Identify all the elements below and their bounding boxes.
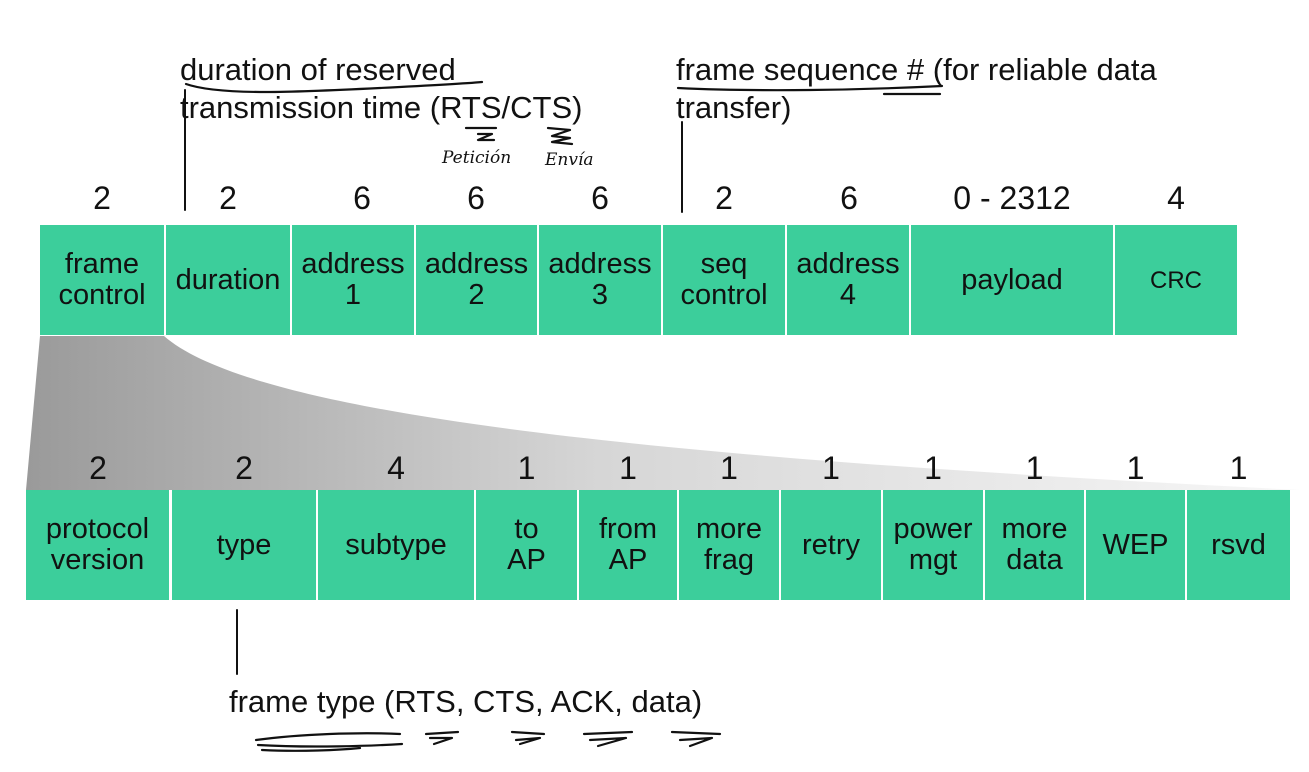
fc-size-6: 1 <box>720 450 738 486</box>
field-seq-control: seq control <box>663 225 785 335</box>
frame-size-2: 2 <box>219 180 237 216</box>
mark-rts <box>464 126 498 142</box>
fc-field-subtype: subtype <box>318 490 474 600</box>
field-crc: CRC <box>1115 225 1237 335</box>
field-address-2: address 2 <box>416 225 537 335</box>
frame-size-5: 6 <box>591 180 609 216</box>
fc-size-7: 1 <box>822 450 840 486</box>
frame-size-3: 6 <box>353 180 371 216</box>
fc-size-2: 2 <box>235 450 253 486</box>
fc-size-10: 1 <box>1126 450 1145 486</box>
fc-field-from-ap: from AP <box>579 490 677 600</box>
frame-size-6: 2 <box>715 180 733 216</box>
scribble-frame-type <box>254 732 404 752</box>
field-frame-control: frame control <box>40 225 164 335</box>
fc-field-wep: WEP <box>1086 490 1185 600</box>
mark-cts-2 <box>510 730 546 746</box>
fc-size-1: 2 <box>89 450 107 486</box>
fc-size-5: 1 <box>619 450 637 486</box>
field-address-3: address 3 <box>539 225 661 335</box>
fc-size-8: 1 <box>924 450 942 486</box>
frame-size-9: 4 <box>1167 180 1185 216</box>
fc-field-to-ap: to AP <box>476 490 577 600</box>
fc-field-power-mgt: power mgt <box>883 490 983 600</box>
fc-field-type: type <box>172 490 316 600</box>
frame-size-1: 2 <box>93 180 111 216</box>
field-duration: duration <box>166 225 290 335</box>
frame-size-4: 6 <box>467 180 485 216</box>
field-payload: payload <box>911 225 1113 335</box>
seq-note-line1: frame sequence # (for reliable data <box>676 52 1157 87</box>
fc-field-more-frag: more frag <box>679 490 779 600</box>
duration-note-line2: transmission time (RTS/CTS) <box>180 90 583 125</box>
fc-size-3: 4 <box>387 450 405 486</box>
mark-cts <box>546 126 574 146</box>
frame-type-note: frame type (RTS, CTS, ACK, data) <box>229 684 703 719</box>
fc-field-protocol-version: protocol version <box>26 490 169 600</box>
frame-size-8: 0 - 2312 <box>953 180 1071 216</box>
mark-rts-2 <box>424 730 460 746</box>
fc-field-rsvd: rsvd <box>1187 490 1290 600</box>
field-address-4: address 4 <box>787 225 909 335</box>
fc-field-more-data: more data <box>985 490 1084 600</box>
fc-size-4: 1 <box>517 450 536 486</box>
fc-field-retry: retry <box>781 490 881 600</box>
duration-note-line1: duration of reserved <box>180 52 456 87</box>
seq-note-line2: transfer) <box>676 90 792 125</box>
handwritten-envia: Envía <box>545 150 594 170</box>
mark-data <box>670 730 722 748</box>
handwritten-peticion: Petición <box>442 148 512 168</box>
mark-ack <box>582 730 634 748</box>
frame-size-7: 6 <box>840 180 858 216</box>
fc-size-11: 1 <box>1229 450 1248 486</box>
fc-size-9: 1 <box>1025 450 1044 486</box>
field-address-1: address 1 <box>292 225 414 335</box>
